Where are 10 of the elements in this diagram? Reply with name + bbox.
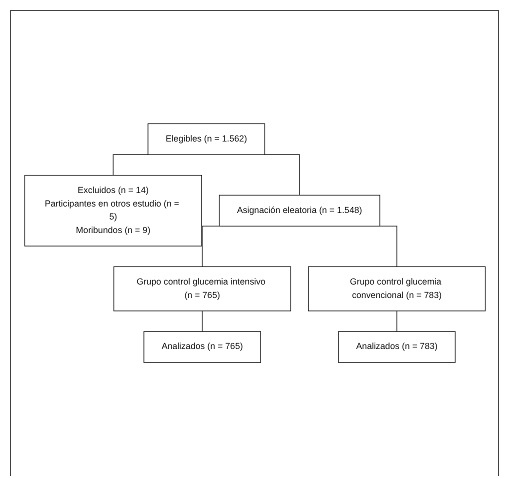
node-box <box>24 175 202 247</box>
figure-frame: Elegibles (n = 1.562) Excluidos (n = 14) Participantes en otros estudio (n = 5) Moribundos (n = 9) Asignación eleatoria (n = 1.548) Grupo control glucemia intensivo (n = 765) Grupo control glucemia convencional (n = 783) Analizados (n = 765) Analizados (n = 783) <box>10 10 499 476</box>
connector <box>396 310 397 332</box>
node-box <box>147 124 265 156</box>
connector <box>201 310 202 332</box>
node-box <box>338 332 456 364</box>
node-box <box>308 266 486 312</box>
node-box <box>218 195 380 227</box>
node-box <box>112 266 291 312</box>
node-box <box>143 332 261 364</box>
